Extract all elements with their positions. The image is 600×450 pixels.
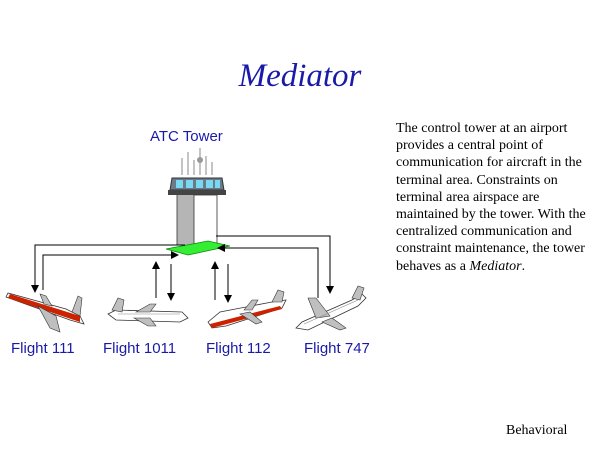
airplane-icon [207,289,287,329]
atc-tower-label: ATC Tower [150,128,223,145]
description-suffix: . [521,258,526,274]
flight-label: Flight 747 [304,340,370,357]
footer-label: Behavioral [506,423,568,438]
communication-arrows [31,235,334,303]
slide-title: Mediator [238,58,362,94]
airplane-icon [107,297,189,327]
airplane-icon [295,285,367,331]
description-text: The control tower at an airport provides… [396,120,592,275]
airplane-icon [5,292,85,333]
flight-label: Flight 1011 [103,340,177,357]
description-emphasis: Mediator [469,258,522,274]
description-body: The control tower at an airport provides… [396,121,586,274]
atc-tower-icon [165,148,231,256]
flight-label: Flight 112 [206,340,271,357]
flight-label: Flight 111 [11,340,75,357]
